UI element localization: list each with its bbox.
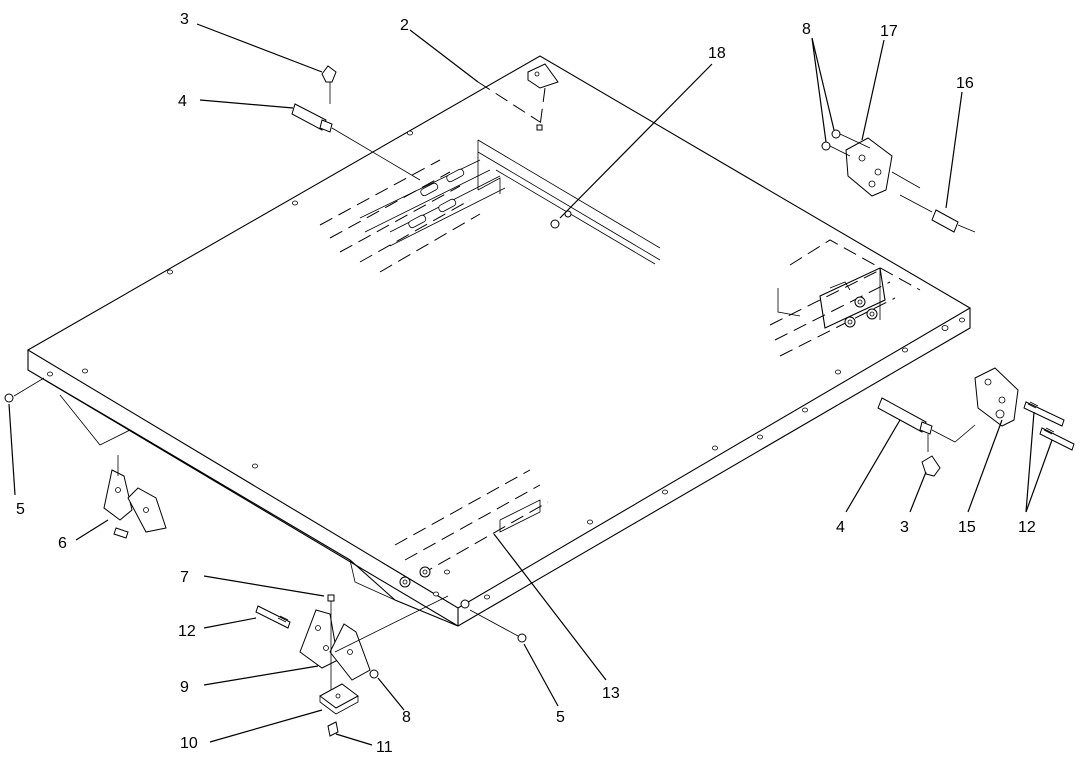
- pin-part-4-top: [291, 65, 421, 181]
- center-channel: [319, 139, 661, 273]
- bracket-part-2: [527, 63, 559, 131]
- deck-holes: [47, 130, 965, 600]
- callout-2: 2: [400, 17, 409, 34]
- callout-6: 6: [58, 535, 67, 552]
- callout-4: 4: [178, 93, 187, 110]
- callout-5: 5: [16, 501, 25, 518]
- callout-3: 3: [900, 519, 909, 536]
- callout-11: 11: [376, 739, 393, 756]
- nut-part-5-bottom: [469, 609, 527, 643]
- bracket-part-6: [103, 455, 167, 539]
- callout-4: 4: [836, 519, 845, 536]
- bracket-part-15: [974, 367, 1075, 451]
- pin-part-4-right: [877, 397, 976, 477]
- right-rails: [769, 239, 921, 357]
- pin-part-16: [899, 194, 976, 233]
- callout-12: 12: [178, 623, 196, 640]
- callout-5: 5: [556, 709, 565, 726]
- callout-13: 13: [602, 685, 620, 702]
- callout-18: 18: [708, 45, 726, 62]
- deck-fittings: [399, 210, 878, 609]
- callout-17: 17: [880, 23, 898, 40]
- callout-labels: 2 3 4 18 8 17 16 5 6 4 3 15 12 7 12 9 10…: [16, 11, 1036, 756]
- deck-plate: [26, 55, 972, 627]
- callout-7: 7: [180, 569, 189, 586]
- callout-9: 9: [180, 679, 189, 696]
- callout-8: 8: [802, 21, 811, 38]
- callout-3: 3: [180, 11, 189, 28]
- leader-lines: [8, 23, 1053, 746]
- front-rails: [394, 469, 549, 576]
- callout-10: 10: [180, 735, 198, 752]
- callout-16: 16: [956, 75, 974, 92]
- callout-12: 12: [1018, 519, 1036, 536]
- nut-part-5-left: [4, 377, 45, 403]
- callout-8: 8: [402, 709, 411, 726]
- bottom-bracket-assembly: [255, 594, 449, 737]
- bracket-part-17: [821, 129, 921, 197]
- callout-15: 15: [958, 519, 976, 536]
